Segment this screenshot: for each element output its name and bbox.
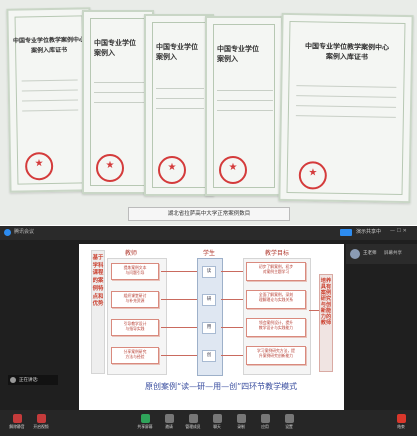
record-label: 录制 xyxy=(237,424,245,429)
unmute-label: 解除静音 xyxy=(9,424,25,429)
certificate-2: 中国专业学位 案例入 xyxy=(82,10,154,194)
share-status-label[interactable]: 演示共享中 xyxy=(356,229,382,235)
avatar xyxy=(350,249,360,259)
certificate-3: 中国专业学位 案例入 xyxy=(144,14,214,196)
arrow xyxy=(161,271,197,272)
apps-icon xyxy=(260,414,270,423)
certificate-1: 中国专业学位教学案例中心 案例入库证书 xyxy=(6,7,94,193)
apps-label: 应用 xyxy=(261,424,269,429)
record-icon xyxy=(236,414,246,423)
header-goal: 教学目标 xyxy=(265,250,290,257)
certificate-title: 中国专业学位教学案例中心 案例入库证书 xyxy=(12,36,86,55)
red-seal-icon xyxy=(158,156,186,184)
share-label: 共享屏幕 xyxy=(137,424,153,429)
video-label: 开启视频 xyxy=(33,424,49,429)
chat-icon xyxy=(212,414,222,423)
certificate-title: 中国专业学位 案例入 xyxy=(217,44,259,63)
video-button[interactable]: 开启视频 xyxy=(30,412,52,436)
end-call-icon xyxy=(396,414,406,423)
goal-box-4: 学习案例研究方法，提 升案例研究创新能力 xyxy=(246,346,306,365)
mic-off-icon xyxy=(12,414,22,423)
app-label: 腾讯会议 xyxy=(14,229,35,235)
certificate-title: 中国专业学位 案例入 xyxy=(156,42,198,61)
participant-name: 王老师 xyxy=(363,251,377,256)
header-student: 学生 xyxy=(203,250,216,257)
certificate-4: 中国专业学位 案例入 xyxy=(205,16,283,196)
goal-box-2: 全面了解案例，深刻 理解理论与实践关系 xyxy=(246,290,306,309)
photo-caption: 湖北省拉萨高中大学正常案例数目 xyxy=(128,207,290,221)
arrow xyxy=(161,355,197,356)
meeting-logo-icon xyxy=(4,229,11,236)
gear-icon xyxy=(284,414,294,423)
invite-button[interactable]: 邀请 xyxy=(158,412,180,436)
student-read: 读 xyxy=(202,266,216,278)
chat-button[interactable]: 聊天 xyxy=(206,412,228,436)
arrow xyxy=(221,355,245,356)
left-vertical-banner: 基于学科课程的案例特点和优势 xyxy=(91,250,105,374)
camera-off-icon xyxy=(36,414,46,423)
left-vertical-text: 基于学科课程的案例特点和优势 xyxy=(92,255,104,308)
end-meeting-button[interactable]: 结束 xyxy=(390,412,412,436)
student-research: 研 xyxy=(202,294,216,306)
share-screen-button[interactable]: 共享屏幕 xyxy=(134,412,156,436)
manage-members-button[interactable]: 管理成员 xyxy=(182,412,204,436)
settings-label: 设置 xyxy=(285,424,293,429)
participant-panel: 王老师 屏幕共享 xyxy=(346,244,417,394)
arrow xyxy=(221,299,245,300)
teacher-box-1: 提炼案例文本 与问题引导 xyxy=(111,263,159,280)
red-seal-icon xyxy=(96,154,124,182)
arrow xyxy=(221,271,245,272)
end-label: 结束 xyxy=(397,424,405,429)
arrow xyxy=(309,310,319,311)
goal-box-1: 初步了解案例，初步 对案例主题学习 xyxy=(246,262,306,281)
unmute-button[interactable]: 解除静音 xyxy=(6,412,28,436)
mic-icon xyxy=(10,377,16,383)
window-controls[interactable]: — ☐ ✕ xyxy=(390,228,407,234)
shared-slide: 基于学科课程的案例特点和优势 教师 学生 教学目标 提炼案例文本 与问题引导 组… xyxy=(79,244,344,413)
teacher-box-2: 组织课堂研讨 与补充资源 xyxy=(111,291,159,308)
teacher-box-4: 分享案例研究 方法与经验 xyxy=(111,347,159,364)
apps-button[interactable]: 应用 xyxy=(254,412,276,436)
participant-tile[interactable]: 王老师 屏幕共享 xyxy=(346,244,417,264)
members-icon xyxy=(188,414,198,423)
participant-status: 屏幕共享 xyxy=(384,251,402,256)
slide-title: 原创案例“读—研—用—创”四环节教学模式 xyxy=(145,382,298,391)
red-seal-icon xyxy=(219,156,247,184)
header-teacher: 教师 xyxy=(125,250,138,257)
certificate-5: 中国专业学位教学案例中心 案例入库证书 xyxy=(278,12,414,204)
arrow xyxy=(161,299,197,300)
meeting-toolbar xyxy=(0,410,417,436)
share-screen-icon xyxy=(140,414,150,423)
certificates-photo: 中国专业学位教学案例中心 案例入库证书 中国专业学位 案例入 中国专业学位 案例… xyxy=(0,0,417,225)
settings-button[interactable]: 设置 xyxy=(278,412,300,436)
goal-box-3: 领会案例设计，提升 教学设计与实践能力 xyxy=(246,318,306,337)
teacher-box-3: 引导教学设计 与指导实践 xyxy=(111,319,159,336)
members-label: 管理成员 xyxy=(185,424,201,429)
invite-icon xyxy=(164,414,174,423)
right-vertical-banner: 培养具有案例研究与创新能力的教师 xyxy=(319,274,333,372)
record-button[interactable]: 录制 xyxy=(230,412,252,436)
arrow xyxy=(161,327,197,328)
speaker-label: 正在讲话: xyxy=(19,378,39,383)
student-use: 用 xyxy=(202,322,216,334)
share-status-icon xyxy=(340,229,352,236)
certificate-title: 中国专业学位教学案例中心 案例入库证书 xyxy=(305,41,390,62)
right-vertical-text: 培养具有案例研究与创新能力的教师 xyxy=(320,278,332,326)
arrow xyxy=(221,327,245,328)
student-create: 创 xyxy=(202,350,216,362)
chat-label: 聊天 xyxy=(213,424,221,429)
certificate-title: 中国专业学位 案例入 xyxy=(94,38,136,57)
meeting-topbar: 腾讯会议 演示共享中 — ☐ ✕ xyxy=(0,226,417,240)
speaker-indicator: 正在讲话: xyxy=(8,375,58,385)
invite-label: 邀请 xyxy=(165,424,173,429)
